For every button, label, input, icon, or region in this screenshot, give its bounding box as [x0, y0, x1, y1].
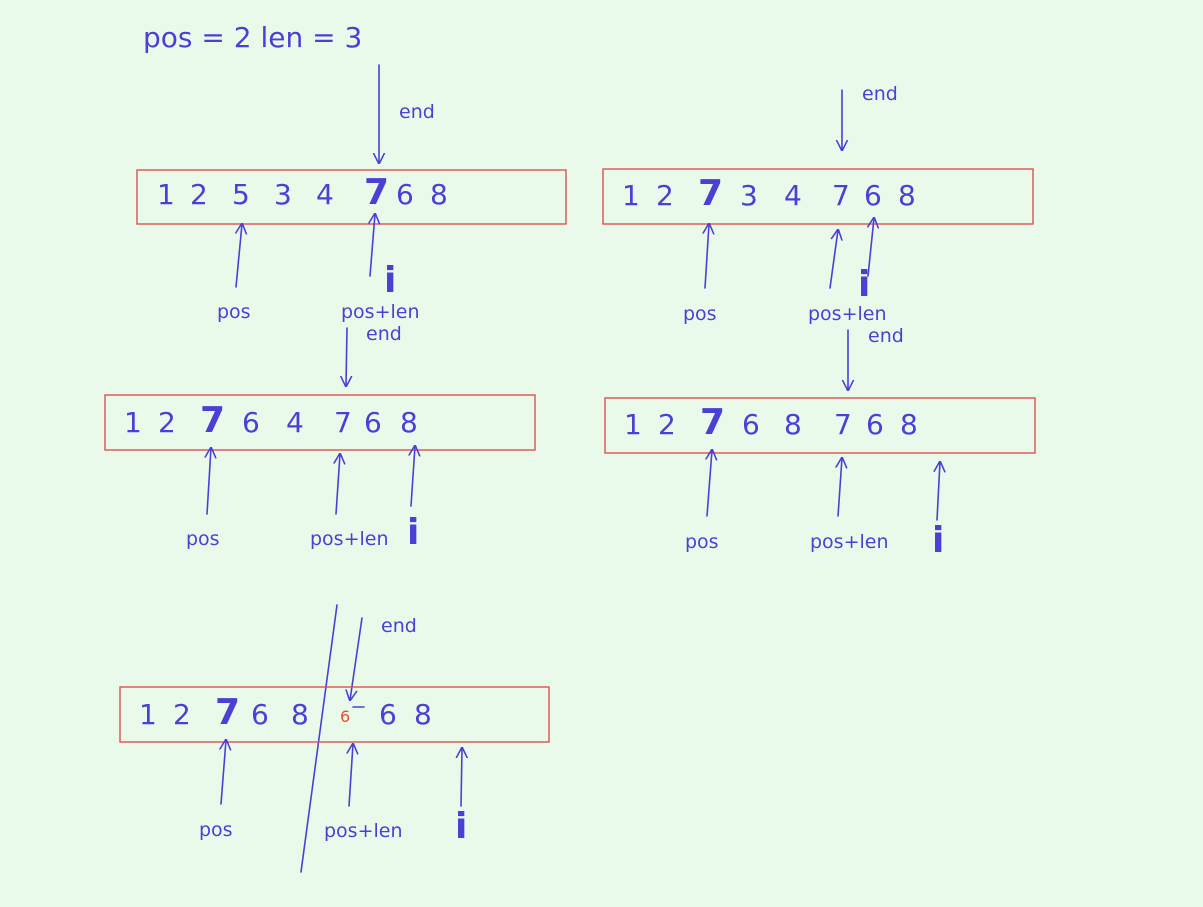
- array-5-digit-7: 8: [414, 698, 432, 731]
- array-4-digit-4: 8: [784, 408, 802, 441]
- array-2-end-label: end: [862, 83, 898, 105]
- array-4-digit-5: 7: [834, 408, 852, 441]
- array-1-poslen-label: pos+len: [341, 301, 420, 323]
- array-5-digit-6: 6: [379, 698, 397, 731]
- array-1-digit-4: 4: [316, 178, 334, 211]
- diagram-heading: pos = 2 len = 3: [143, 21, 362, 54]
- array-3-digit-1: 2: [158, 406, 176, 439]
- array-4-digit-1: 2: [658, 408, 676, 441]
- array-2-digit-2: 7: [698, 173, 723, 214]
- array-2-digit-6: 6: [864, 179, 882, 212]
- array-1-digit-5: 7: [364, 172, 389, 213]
- array-4-pos-label: pos: [685, 531, 719, 553]
- array-2-digit-4: 4: [784, 179, 802, 212]
- array-1-poslen-arrow: [370, 214, 375, 277]
- array-5-digit-2: 7: [215, 692, 240, 733]
- array-3-i-arrow: [411, 446, 415, 507]
- array-3-poslen-arrow: [336, 454, 340, 515]
- array-4-digit-7: 8: [900, 408, 918, 441]
- array-2-i-arrow: [868, 218, 874, 277]
- array-1-i-label: i: [384, 260, 396, 301]
- array-2-digit-1: 2: [656, 179, 674, 212]
- array-1-digit-0: 1: [157, 178, 175, 211]
- array-5-digit-0: 1: [139, 698, 157, 731]
- array-1-end-label: end: [399, 101, 435, 123]
- array-5-pos-arrow: [221, 740, 226, 805]
- array-4-digit-3: 6: [742, 408, 760, 441]
- array-1-digit-1: 2: [190, 178, 208, 211]
- array-2-digit-5: 7: [832, 179, 850, 212]
- array-4-poslen-label: pos+len: [810, 531, 889, 553]
- array-2-digit-0: 1: [622, 179, 640, 212]
- array-3-digit-0: 1: [124, 406, 142, 439]
- array-3-pos-arrow: [207, 448, 211, 515]
- array-3-digit-3: 6: [242, 406, 260, 439]
- array-3-digit-4: 4: [286, 406, 304, 439]
- array-5-box: [119, 686, 550, 743]
- array-1-pos-label: pos: [217, 301, 251, 323]
- array-2-box: [602, 168, 1034, 225]
- array-5-end-arrow: [350, 617, 363, 700]
- array-3-pos-label: pos: [186, 528, 220, 550]
- array-5-i-arrow: [461, 748, 462, 807]
- array-5-split-line: [300, 604, 338, 873]
- array-1-digit-6: 6: [396, 178, 414, 211]
- array-4-box: [604, 397, 1036, 454]
- array-4-digit-0: 1: [624, 408, 642, 441]
- array-1-digit-3: 3: [274, 178, 292, 211]
- array-5-digit-1: 2: [173, 698, 191, 731]
- array-2-poslen-label: pos+len: [808, 303, 887, 325]
- array-5-digit-5: 6: [340, 707, 350, 726]
- array-5-poslen-arrow: [349, 744, 353, 807]
- array-3-end-label: end: [366, 323, 402, 345]
- array-3-poslen-label: pos+len: [310, 528, 389, 550]
- array-4-i-arrow: [937, 462, 940, 521]
- array-4-end-label: end: [868, 325, 904, 347]
- array-3-digit-2: 7: [200, 400, 225, 441]
- array-1-digit-2: 5: [232, 178, 250, 211]
- array-5-pos-label: pos: [199, 819, 233, 841]
- array-2-i-label: i: [858, 264, 870, 305]
- array-4-i-label: i: [932, 520, 944, 561]
- array-4-pos-arrow: [707, 450, 712, 517]
- array-4-digit-2: 7: [700, 402, 725, 443]
- array-5-i-label: i: [455, 806, 467, 847]
- array-2-digit-3: 3: [740, 179, 758, 212]
- array-4-poslen-arrow: [838, 458, 842, 517]
- array-2-digit-7: 8: [898, 179, 916, 212]
- array-1-pos-arrow: [236, 224, 242, 288]
- array-2-poslen-arrow: [829, 230, 838, 289]
- array-5-end-label: end: [381, 615, 417, 637]
- array-3-box: [104, 394, 536, 451]
- array-1-box: [136, 169, 567, 225]
- array-2-pos-label: pos: [683, 303, 717, 325]
- array-4-digit-6: 6: [866, 408, 884, 441]
- array-5-poslen-label: pos+len: [324, 820, 403, 842]
- array-3-digit-6: 6: [364, 406, 382, 439]
- array-3-digit-5: 7: [334, 406, 352, 439]
- array-2-pos-arrow: [705, 224, 709, 289]
- array-1-digit-7: 8: [430, 178, 448, 211]
- array-5-digit-4: 8: [291, 698, 309, 731]
- array-3-i-label: i: [407, 512, 419, 553]
- array-3-digit-7: 8: [400, 406, 418, 439]
- array-5-digit-3: 6: [251, 698, 269, 731]
- array-3-end-arrow: [346, 327, 347, 386]
